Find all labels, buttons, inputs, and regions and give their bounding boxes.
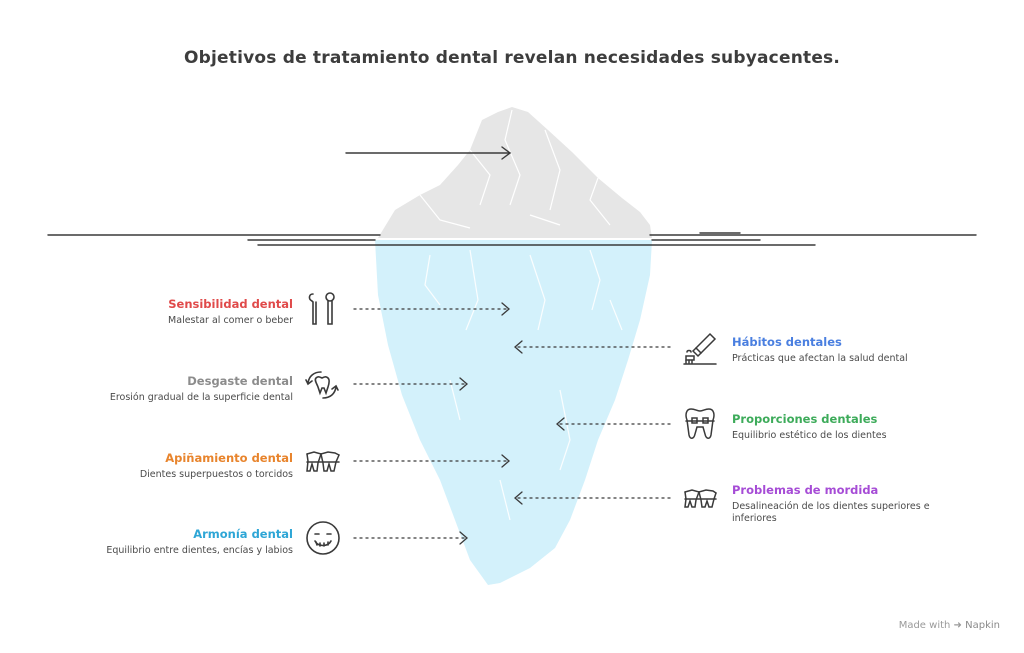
item-description: Prácticas que afectan la salud dental bbox=[732, 353, 908, 364]
iceberg-top-lines bbox=[419, 109, 611, 229]
braces-teeth-icon bbox=[685, 408, 715, 439]
top-arrow bbox=[345, 146, 512, 160]
item-apinamiento: Apiñamiento dental Dientes superpuestos … bbox=[13, 451, 293, 481]
item-heading: Proporciones dentales bbox=[732, 412, 878, 426]
toothbrush-icon bbox=[683, 332, 717, 365]
item-description: Equilibrio entre dientes, encías y labio… bbox=[106, 545, 293, 556]
item-description: Malestar al comer o beber bbox=[168, 315, 293, 326]
left-arrows bbox=[353, 302, 510, 545]
dental-tools-icon bbox=[308, 292, 335, 325]
footer-watermark: Made with ➜ Napkin bbox=[899, 620, 1000, 631]
waterline bbox=[47, 232, 977, 246]
smiling-face-icon bbox=[306, 521, 340, 555]
item-desgaste: Desgaste dental Erosión gradual de la su… bbox=[13, 374, 293, 404]
brand-label: Napkin bbox=[965, 620, 1000, 631]
made-with-label: Made with bbox=[898, 620, 951, 631]
item-description: Erosión gradual de la superficie dental bbox=[109, 392, 293, 403]
item-heading: Hábitos dentales bbox=[732, 335, 842, 349]
napkin-logo-icon: ➜ bbox=[953, 620, 962, 631]
item-heading: Problemas de mordida bbox=[732, 483, 879, 497]
crowded-teeth-icon bbox=[306, 451, 340, 472]
item-heading: Armonía dental bbox=[193, 527, 293, 541]
item-description: Desalineación de los dientes superiores … bbox=[732, 501, 930, 524]
item-mordida: Problemas de mordida Desalineación de lo… bbox=[732, 483, 947, 525]
item-heading: Desgaste dental bbox=[187, 374, 293, 388]
item-description: Equilibrio estético de los dientes bbox=[732, 430, 887, 441]
item-armonia: Armonía dental Equilibrio entre dientes,… bbox=[13, 527, 293, 557]
page-title: Objetivos de tratamiento dental revelan … bbox=[183, 48, 841, 68]
item-description: Dientes superpuestos o torcidos bbox=[139, 469, 293, 480]
iceberg-top bbox=[378, 107, 652, 238]
item-proporciones: Proporciones dentales Equilibrio estétic… bbox=[732, 412, 962, 442]
item-heading: Sensibilidad dental bbox=[168, 297, 293, 311]
bite-teeth-icon bbox=[684, 489, 717, 508]
iceberg-cracks bbox=[424, 249, 623, 521]
right-arrows bbox=[514, 340, 671, 505]
item-sensibilidad: Sensibilidad dental Malestar al comer o … bbox=[13, 297, 293, 327]
item-heading: Apiñamiento dental bbox=[165, 451, 293, 465]
item-habitos: Hábitos dentales Prácticas que afectan l… bbox=[732, 335, 962, 365]
tooth-erosion-icon bbox=[305, 371, 339, 399]
iceberg-underwater bbox=[375, 240, 652, 585]
